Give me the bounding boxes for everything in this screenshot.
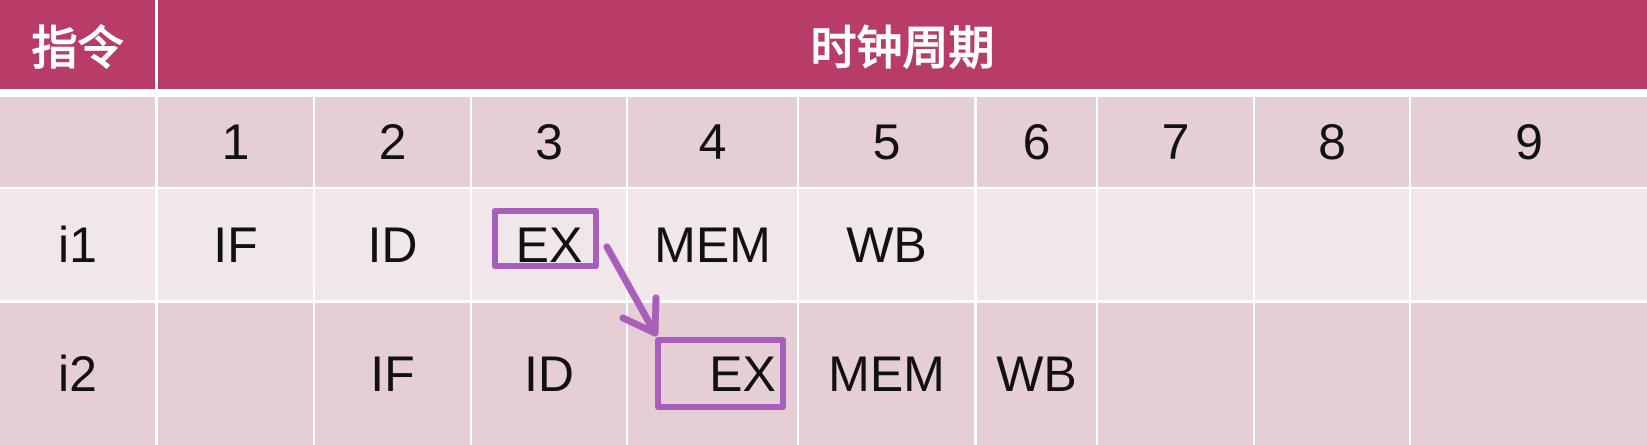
i2-stage-cycle-7 xyxy=(1098,303,1253,445)
instruction-label-i1: i1 xyxy=(0,189,155,300)
i1-stage-cycle-2: ID xyxy=(315,189,470,300)
i2-stage-cycle-2: IF xyxy=(315,303,470,445)
i1-stage-cycle-7 xyxy=(1098,189,1253,300)
i2-stage-cycle-9 xyxy=(1411,303,1647,445)
corner-blank-cell xyxy=(0,97,155,187)
cycle-number-8: 8 xyxy=(1255,97,1409,187)
i1-stage-cycle-4: MEM xyxy=(628,189,797,300)
i2-stage-cycle-1 xyxy=(158,303,313,445)
i1-stage-cycle-6 xyxy=(977,189,1096,300)
cycle-number-3: 3 xyxy=(472,97,626,187)
i2-stage-cycle-3: ID xyxy=(472,303,626,445)
cycle-number-6: 6 xyxy=(977,97,1096,187)
cycle-number-9: 9 xyxy=(1411,97,1647,187)
cycle-number-5: 5 xyxy=(799,97,974,187)
cycle-number-4: 4 xyxy=(628,97,797,187)
i2-stage-cycle-8 xyxy=(1255,303,1409,445)
i1-stage-cycle-9 xyxy=(1411,189,1647,300)
i2-stage-cycle-5: MEM xyxy=(799,303,974,445)
cycle-number-2: 2 xyxy=(315,97,470,187)
i1-stage-cycle-1: IF xyxy=(158,189,313,300)
i1-ex-highlight-box xyxy=(492,208,599,269)
instruction-label-i2: i2 xyxy=(0,303,155,445)
cycle-number-1: 1 xyxy=(158,97,313,187)
i1-stage-cycle-5: WB xyxy=(799,189,974,300)
instruction-header: 指令 xyxy=(0,0,155,89)
clock-cycles-header: 时钟周期 xyxy=(158,0,1647,89)
i2-stage-cycle-6: WB xyxy=(977,303,1096,445)
cycle-number-7: 7 xyxy=(1098,97,1253,187)
i2-ex-highlight-box xyxy=(655,337,786,410)
i1-stage-cycle-8 xyxy=(1255,189,1409,300)
